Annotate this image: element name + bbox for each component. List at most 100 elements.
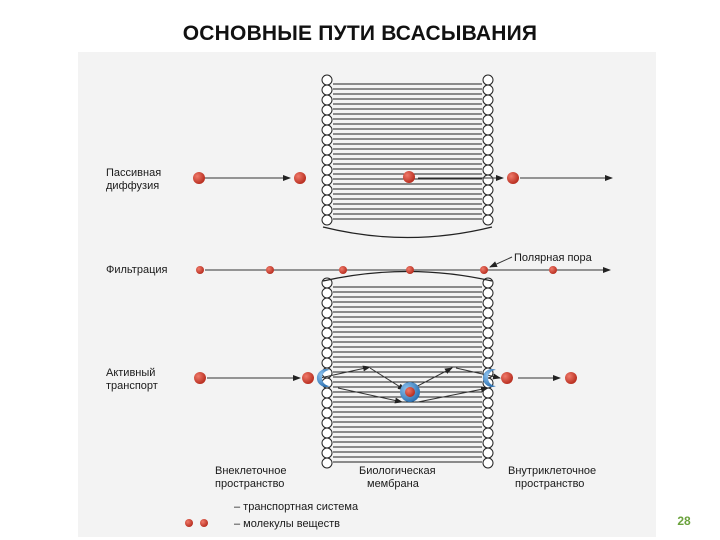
lipid-head [321, 417, 333, 429]
lipid-head [321, 347, 333, 359]
lipid-head [321, 124, 333, 136]
filtration-label: Фильтрация [106, 264, 168, 276]
lipid-head [482, 327, 494, 339]
lipid-head [482, 194, 494, 206]
lipid-head [321, 94, 333, 106]
lipid-head [321, 457, 333, 469]
lipid-head [482, 94, 494, 106]
lipid-head [482, 297, 494, 309]
transport-carrier-icon [482, 369, 496, 387]
molecule-icon [196, 266, 204, 274]
lipid-head [321, 407, 333, 419]
lipid-head [321, 297, 333, 309]
lipid-head [482, 134, 494, 146]
active-transport-label-2: транспорт [106, 380, 158, 392]
passive-diffusion-row [193, 171, 613, 184]
lipid-head [482, 427, 494, 439]
lipid-head [482, 317, 494, 329]
lipid-head [321, 184, 333, 196]
lipid-head [321, 307, 333, 319]
lipid-head [321, 144, 333, 156]
background-texture [78, 52, 656, 537]
molecule-icon [302, 372, 314, 384]
carrier-path [417, 386, 489, 403]
lipid-head [321, 214, 333, 226]
polar-pore-label: Полярная пора [514, 252, 593, 264]
lipid-head [321, 84, 333, 96]
lipid-head [321, 427, 333, 439]
lipid-head [321, 397, 333, 409]
lipid-head [482, 287, 494, 299]
molecule-icon [339, 266, 347, 274]
lipid-head [482, 417, 494, 429]
extracellular-label-1: Внеклеточное [215, 465, 286, 477]
lipid-head [482, 437, 494, 449]
lipid-head [321, 327, 333, 339]
lipid-head [321, 287, 333, 299]
lipid-head [482, 357, 494, 369]
extracellular-label-2: пространство [215, 478, 284, 490]
lipid-head [321, 387, 333, 399]
lipid-head [482, 407, 494, 419]
lipid-head [321, 194, 333, 206]
active-transport-label-1: Активный [106, 367, 155, 379]
lipid-head [482, 74, 494, 86]
intracellular-label-1: Внутриклеточное [508, 465, 596, 477]
pore-edge-top [322, 226, 493, 239]
molecule-icon [266, 266, 274, 274]
membrane-label-2: мембрана [367, 478, 420, 490]
lipid-head [321, 74, 333, 86]
legend-transport-system: – транспортная система [234, 501, 359, 513]
molecule-icon [406, 266, 414, 274]
lipid-head [482, 214, 494, 226]
lipid-head [482, 397, 494, 409]
carrier-path [337, 387, 403, 404]
polar-pore-pointer [489, 256, 513, 268]
passive-diffusion-label-1: Пассивная [106, 167, 161, 179]
molecule-icon [480, 266, 488, 274]
molecules-icon [200, 519, 208, 527]
carrier-path [369, 367, 406, 391]
carrier-path [455, 367, 501, 380]
lipid-head [482, 347, 494, 359]
lipid-head [321, 204, 333, 216]
carrier-path [319, 365, 371, 379]
biological-membrane [321, 74, 494, 469]
lipid-head [321, 437, 333, 449]
lipid-head [482, 114, 494, 126]
lipid-head [482, 387, 494, 399]
lipid-head [482, 104, 494, 116]
lipid-head [482, 337, 494, 349]
lipid-head [321, 317, 333, 329]
lipid-head [482, 174, 494, 186]
passive-diffusion-label-2: диффузия [106, 180, 159, 192]
intracellular-label-2: пространство [515, 478, 584, 490]
lipid-head [482, 144, 494, 156]
molecule-icon [403, 171, 415, 183]
lipid-head [321, 154, 333, 166]
lipid-head [321, 114, 333, 126]
slide-title: ОСНОВНЫЕ ПУТИ ВСАСЫВАНИЯ [182, 22, 538, 45]
molecules-icon [185, 519, 193, 527]
molecule-icon [565, 372, 577, 384]
lipid-head [321, 134, 333, 146]
lipid-head [482, 84, 494, 96]
lipid-head [482, 154, 494, 166]
page-number: 28 [677, 514, 691, 528]
molecule-icon [501, 372, 513, 384]
molecule-icon [294, 172, 306, 184]
molecule-icon [194, 372, 206, 384]
molecule-icon [507, 172, 519, 184]
legend-molecules: – молекулы веществ [234, 518, 340, 530]
lipid-head [321, 337, 333, 349]
lipid-head [321, 164, 333, 176]
lipid-head [482, 307, 494, 319]
lipid-head [321, 357, 333, 369]
filtration-row [196, 256, 611, 274]
lipid-head [321, 447, 333, 459]
active-transport-row [194, 360, 577, 404]
lipid-head [482, 124, 494, 136]
molecule-icon [405, 387, 415, 397]
lipid-head [482, 204, 494, 216]
